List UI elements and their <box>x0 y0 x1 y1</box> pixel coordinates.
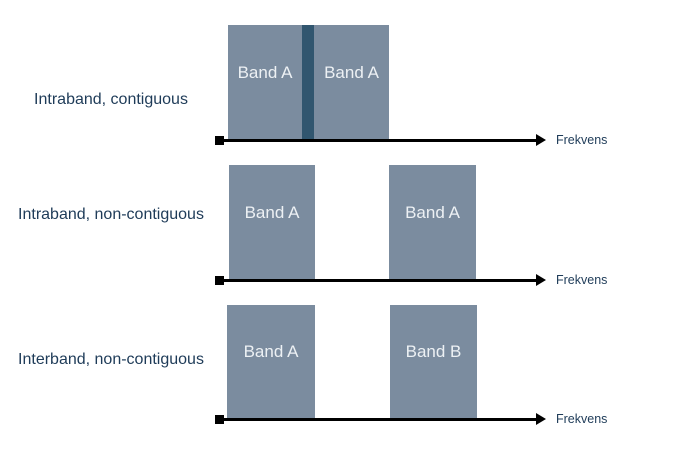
axis-arrowhead-icon <box>536 134 546 146</box>
axis-line <box>217 138 537 142</box>
band-box: Band B <box>390 305 477 418</box>
band-label: Band A <box>237 62 293 82</box>
band-box: Band A <box>314 25 389 139</box>
band-group-contiguous: Band A Band A <box>228 25 389 139</box>
axis-label: Frekvens <box>556 273 608 287</box>
band-box: Band A <box>228 25 302 139</box>
band-label: Band A <box>405 203 460 223</box>
row-label-intraband-non-contiguous: Intraband, non-contiguous <box>18 206 204 223</box>
row-label-intraband-contiguous: Intraband, contiguous <box>34 91 188 108</box>
axis-label: Frekvens <box>556 412 608 426</box>
band-label: Band A <box>243 342 299 362</box>
band-divider <box>302 25 314 139</box>
axis-arrowhead-icon <box>536 274 546 286</box>
band-label: Band B <box>405 342 462 362</box>
axis-line <box>217 278 537 282</box>
band-box: Band A <box>389 165 476 280</box>
axis-label: Frekvens <box>556 133 608 147</box>
axis-arrowhead-icon <box>536 413 546 425</box>
band-box: Band A <box>227 305 315 418</box>
band-label: Band A <box>324 62 379 82</box>
band-label: Band A <box>244 203 300 223</box>
band-box: Band A <box>229 165 315 280</box>
row-label-interband-non-contiguous: Interband, non-contiguous <box>18 351 204 368</box>
axis-line <box>217 417 537 421</box>
